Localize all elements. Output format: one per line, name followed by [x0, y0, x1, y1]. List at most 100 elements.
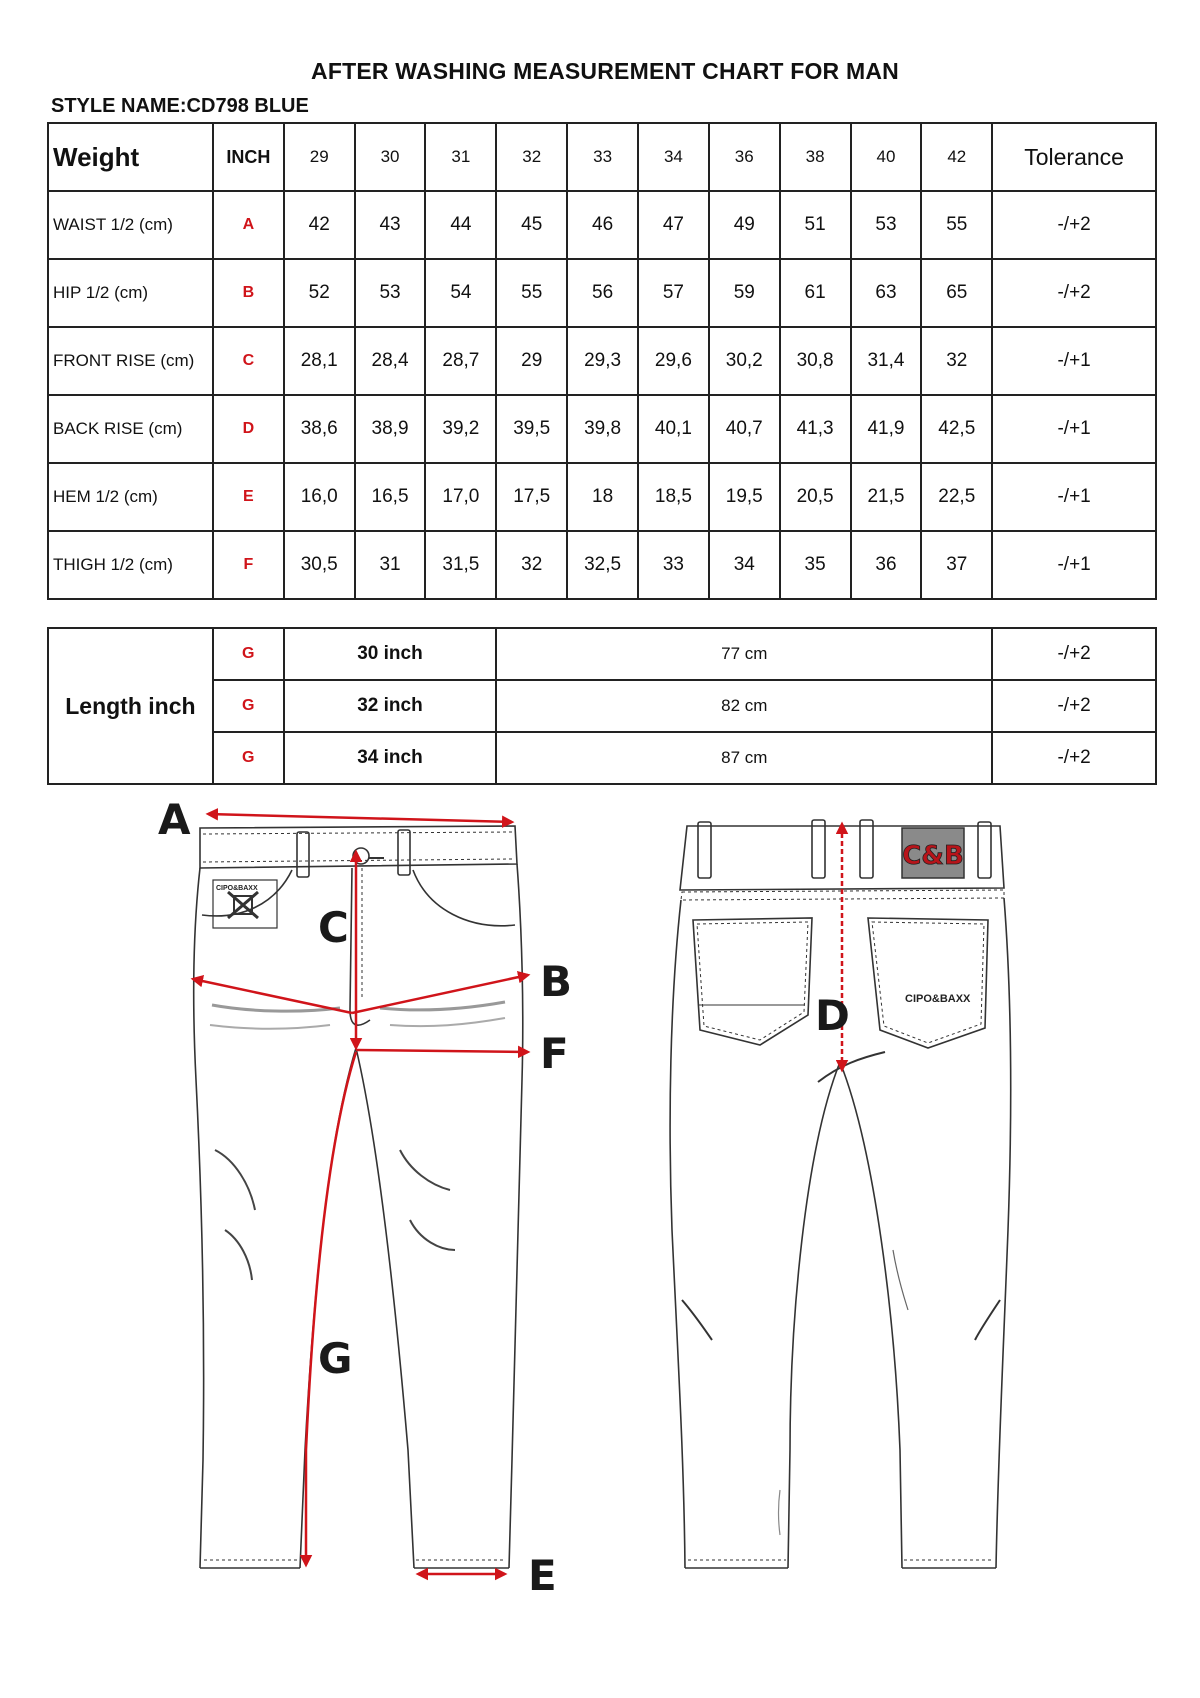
- measurement-value: 51: [778, 190, 852, 260]
- measurement-value: 41,3: [778, 394, 852, 464]
- measurement-value: 36: [849, 530, 923, 600]
- label-b: B: [540, 957, 572, 1006]
- measurement-label: FRONT RISE (cm): [47, 326, 214, 396]
- measurement-tolerance: -/+1: [991, 394, 1157, 464]
- measurement-value: 56: [566, 258, 639, 328]
- length-tolerance: -/+2: [991, 627, 1157, 681]
- measurement-value: 32,5: [566, 530, 639, 600]
- size-header: 29: [282, 122, 356, 192]
- front-pocket-brand: CIPO&BAXX: [216, 885, 258, 892]
- measurement-value: 30,5: [282, 530, 356, 600]
- measurement-value: 17,5: [495, 462, 569, 532]
- length-tolerance: -/+2: [991, 731, 1157, 785]
- measurement-value: 55: [495, 258, 569, 328]
- measurement-table: Weight INCH 29 30 31 32 33 34 36 38 40 4…: [47, 122, 1157, 600]
- measurement-value: 61: [778, 258, 852, 328]
- measurement-value: 16,5: [353, 462, 427, 532]
- page-title: AFTER WASHING MEASUREMENT CHART FOR MAN: [311, 58, 899, 84]
- measurement-value: 49: [707, 190, 781, 260]
- inch-header: INCH: [211, 122, 285, 192]
- measurement-value: 52: [282, 258, 356, 328]
- size-header: 42: [920, 122, 994, 192]
- size-header: 40: [849, 122, 923, 192]
- label-e: E: [528, 1551, 557, 1600]
- measurement-value: 38,6: [282, 394, 356, 464]
- measurement-value: 65: [920, 258, 994, 328]
- measurement-value: 41,9: [849, 394, 923, 464]
- measurement-value: 34: [707, 530, 781, 600]
- measurement-label: BACK RISE (cm): [47, 394, 214, 464]
- tolerance-header: Tolerance: [991, 122, 1157, 192]
- measurement-value: 17,0: [424, 462, 498, 532]
- length-tolerance: -/+2: [991, 679, 1157, 733]
- measurement-value: 30,2: [707, 326, 781, 396]
- table-header-row: Weight INCH 29 30 31 32 33 34 36 38 40 4…: [47, 122, 1157, 192]
- length-code: G: [211, 731, 285, 785]
- measurement-value: 42: [282, 190, 356, 260]
- size-header: 36: [707, 122, 781, 192]
- measurement-value: 20,5: [778, 462, 852, 532]
- measurement-value: 22,5: [920, 462, 994, 532]
- thigh-measure-line: [355, 1045, 531, 1059]
- measurement-tolerance: -/+1: [991, 326, 1157, 396]
- measurement-value: 39,2: [424, 394, 498, 464]
- measurement-value: 47: [637, 190, 710, 260]
- length-cm: 77 cm: [495, 627, 994, 681]
- measurement-code: C: [211, 326, 285, 396]
- measurement-value: 31,4: [849, 326, 923, 396]
- measurement-value: 32: [495, 530, 569, 600]
- measurement-label: HIP 1/2 (cm): [47, 258, 214, 328]
- measurement-value: 16,0: [282, 462, 356, 532]
- length-row: Length inch G 30 inch 77 cm -/+2: [47, 627, 1157, 785]
- measurement-value: 31,5: [424, 530, 498, 600]
- back-jeans-drawing: [669, 819, 1012, 1569]
- hip-measure-line-right: [351, 971, 531, 1015]
- hip-measure-line-left: [190, 974, 353, 1015]
- measurement-value: 37: [920, 530, 994, 600]
- measurement-value: 46: [566, 190, 639, 260]
- length-measure-line: [299, 1051, 358, 1568]
- front-jeans-drawing: [192, 825, 524, 1569]
- waist-measure-line: [205, 808, 515, 828]
- measurement-value: 55: [920, 190, 994, 260]
- measurement-value: 19,5: [707, 462, 781, 532]
- length-inch: 32 inch: [282, 679, 498, 733]
- measurement-value: 18,5: [637, 462, 710, 532]
- length-inch: 34 inch: [282, 731, 498, 785]
- measurement-value: 35: [778, 530, 852, 600]
- label-d: D: [815, 991, 850, 1040]
- measurement-code: B: [211, 258, 285, 328]
- measurement-value: 42,5: [920, 394, 994, 464]
- size-header: 32: [495, 122, 569, 192]
- measurement-value: 59: [707, 258, 781, 328]
- label-g: G: [318, 1334, 352, 1383]
- measurement-code: A: [211, 190, 285, 260]
- measurement-tolerance: -/+1: [991, 462, 1157, 532]
- brand-patch: [901, 827, 965, 879]
- size-header: 33: [566, 122, 639, 192]
- measurement-tolerance: -/+2: [991, 258, 1157, 328]
- measurement-value: 53: [849, 190, 923, 260]
- measurement-value: 29,6: [637, 326, 710, 396]
- brand-patch-text: C&B: [902, 841, 964, 871]
- measurement-code: F: [211, 530, 285, 600]
- measurement-value: 54: [424, 258, 498, 328]
- label-f: F: [540, 1029, 569, 1078]
- length-row: G 34 inch 87 cm -/+2: [48, 731, 1157, 785]
- measurement-value: 28,1: [282, 326, 356, 396]
- measurement-tolerance: -/+1: [991, 530, 1157, 600]
- measurement-value: 44: [424, 190, 498, 260]
- size-header: 34: [637, 122, 710, 192]
- measurement-label: THIGH 1/2 (cm): [47, 530, 214, 600]
- measurement-tolerance: -/+2: [991, 190, 1157, 260]
- length-cm: 87 cm: [495, 731, 994, 785]
- measurement-value: 39,8: [566, 394, 639, 464]
- measurement-code: D: [211, 394, 285, 464]
